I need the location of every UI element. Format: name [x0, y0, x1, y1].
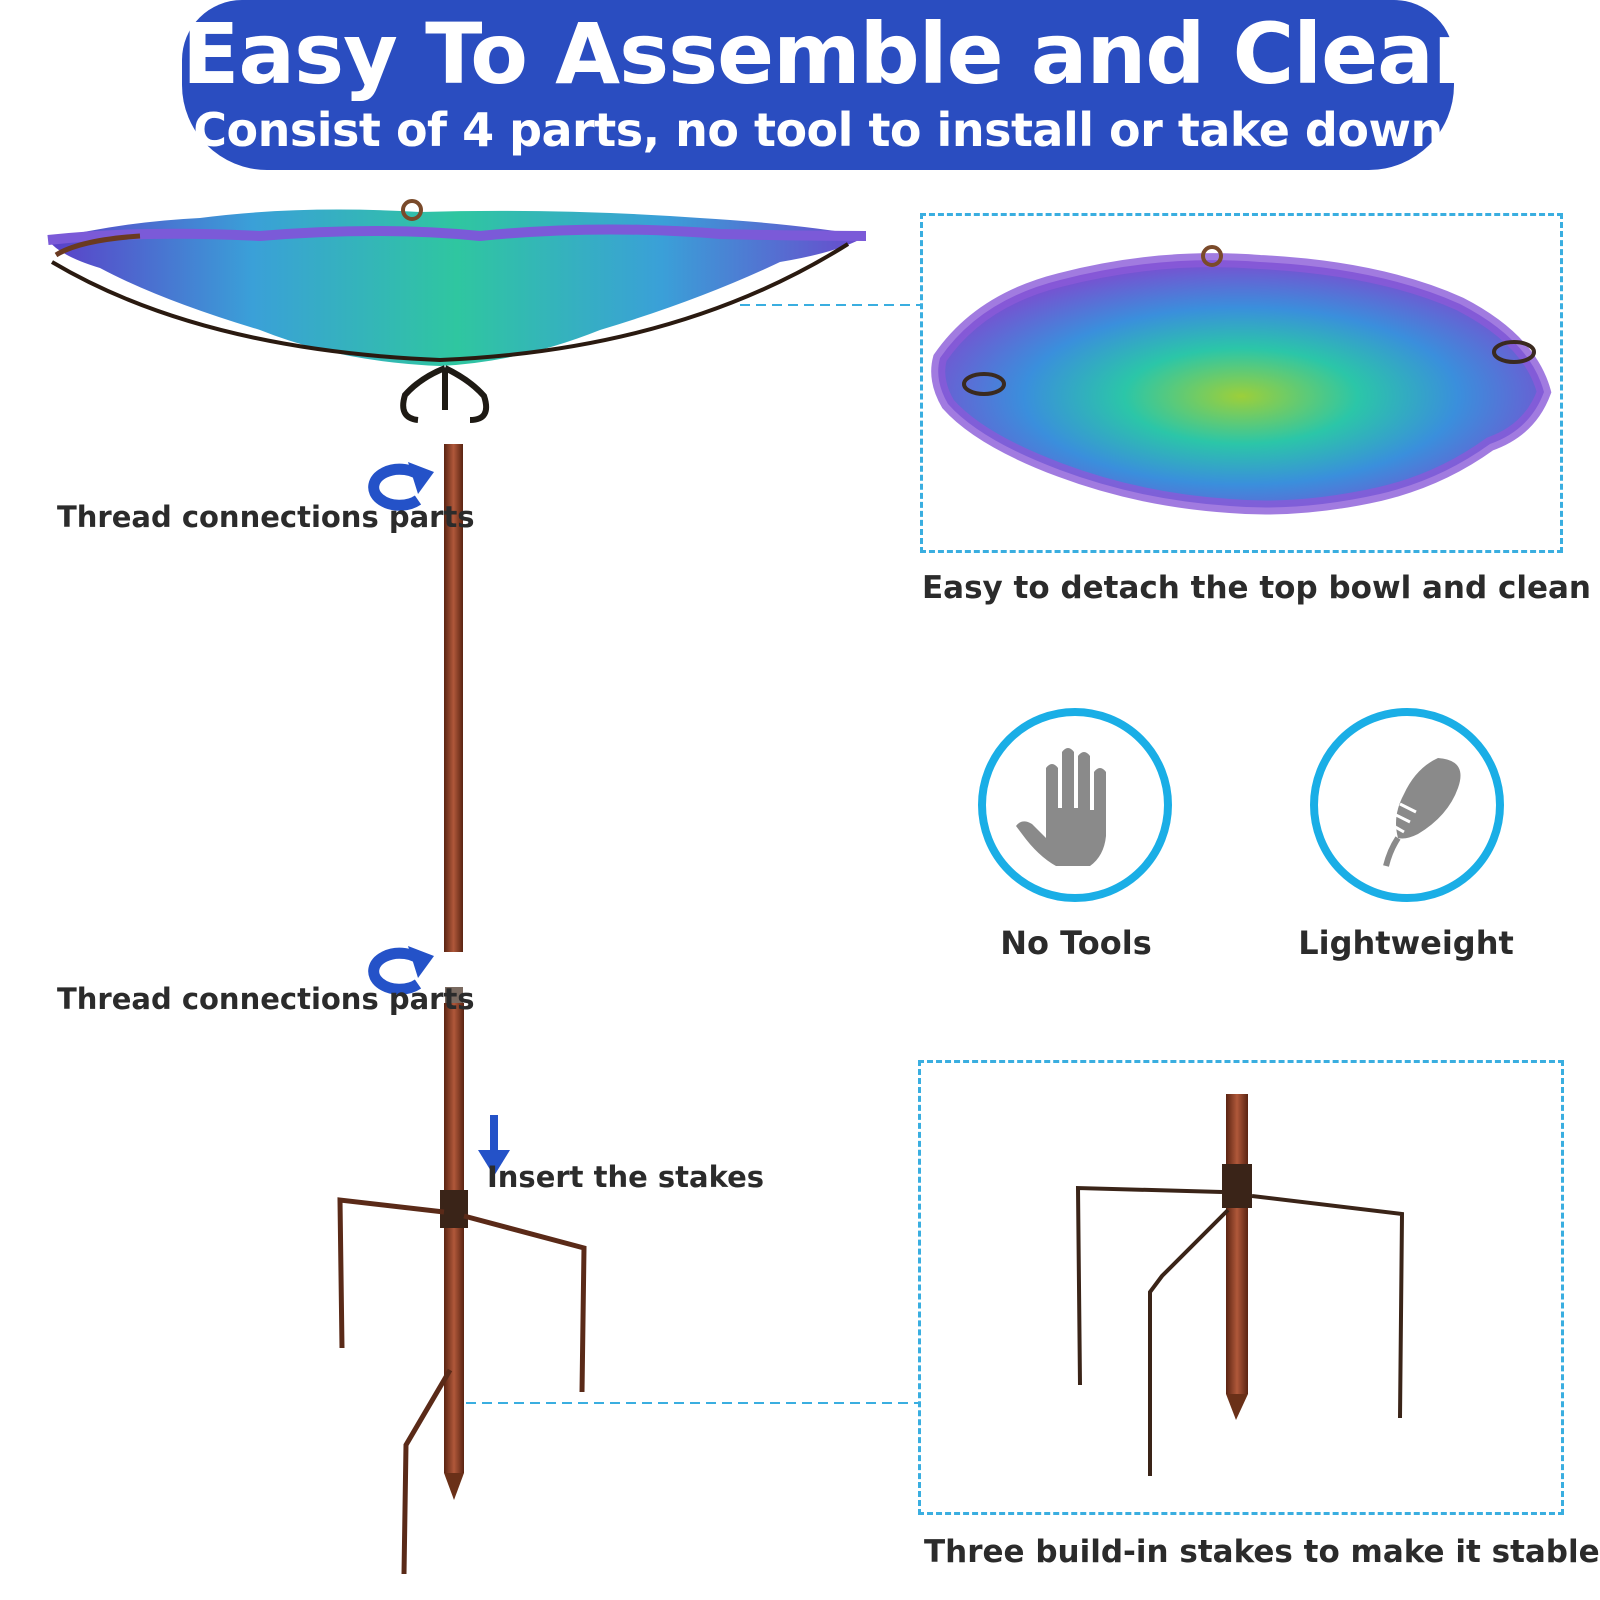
main-stakes — [337, 1197, 587, 1575]
down-arrow-icon — [478, 1115, 510, 1176]
stakes-detail-panel — [918, 1060, 1564, 1515]
rotate-arrow-upper-icon — [368, 462, 434, 511]
lower-pole — [444, 1003, 464, 1473]
upper-pole — [444, 444, 463, 952]
page-subtitle: Consist of 4 parts, no tool to install o… — [193, 103, 1443, 157]
thread-tip — [445, 987, 463, 1003]
no-tools-badge — [978, 708, 1172, 902]
feather-icon — [1383, 758, 1461, 867]
thread-label-lower: Thread connections parts — [57, 982, 475, 1016]
bowl-caption: Easy to detach the top bowl and clean it — [922, 570, 1600, 606]
bowl-top-view — [931, 245, 1552, 515]
hand-icon — [1016, 748, 1106, 866]
stakes-caption: Three build-in stakes to make it stable — [924, 1534, 1600, 1570]
page-title: Easy To Assemble and Clean — [182, 5, 1493, 103]
insert-stakes-label: Insert the stakes — [487, 1160, 765, 1194]
feature-label-lightweight: Lightweight — [1298, 924, 1514, 962]
thread-label-upper: Thread connections parts — [57, 500, 475, 534]
bowl-detail-panel — [920, 213, 1563, 553]
rotate-arrow-lower-icon — [368, 946, 434, 995]
bowl-side-view — [47, 199, 867, 423]
stakes-closeup — [1075, 1094, 1405, 1476]
feature-label-no-tools: No Tools — [1000, 924, 1152, 962]
header-banner: Easy To Assemble and Clean Consist of 4 … — [182, 0, 1493, 170]
lightweight-badge — [1310, 708, 1504, 902]
